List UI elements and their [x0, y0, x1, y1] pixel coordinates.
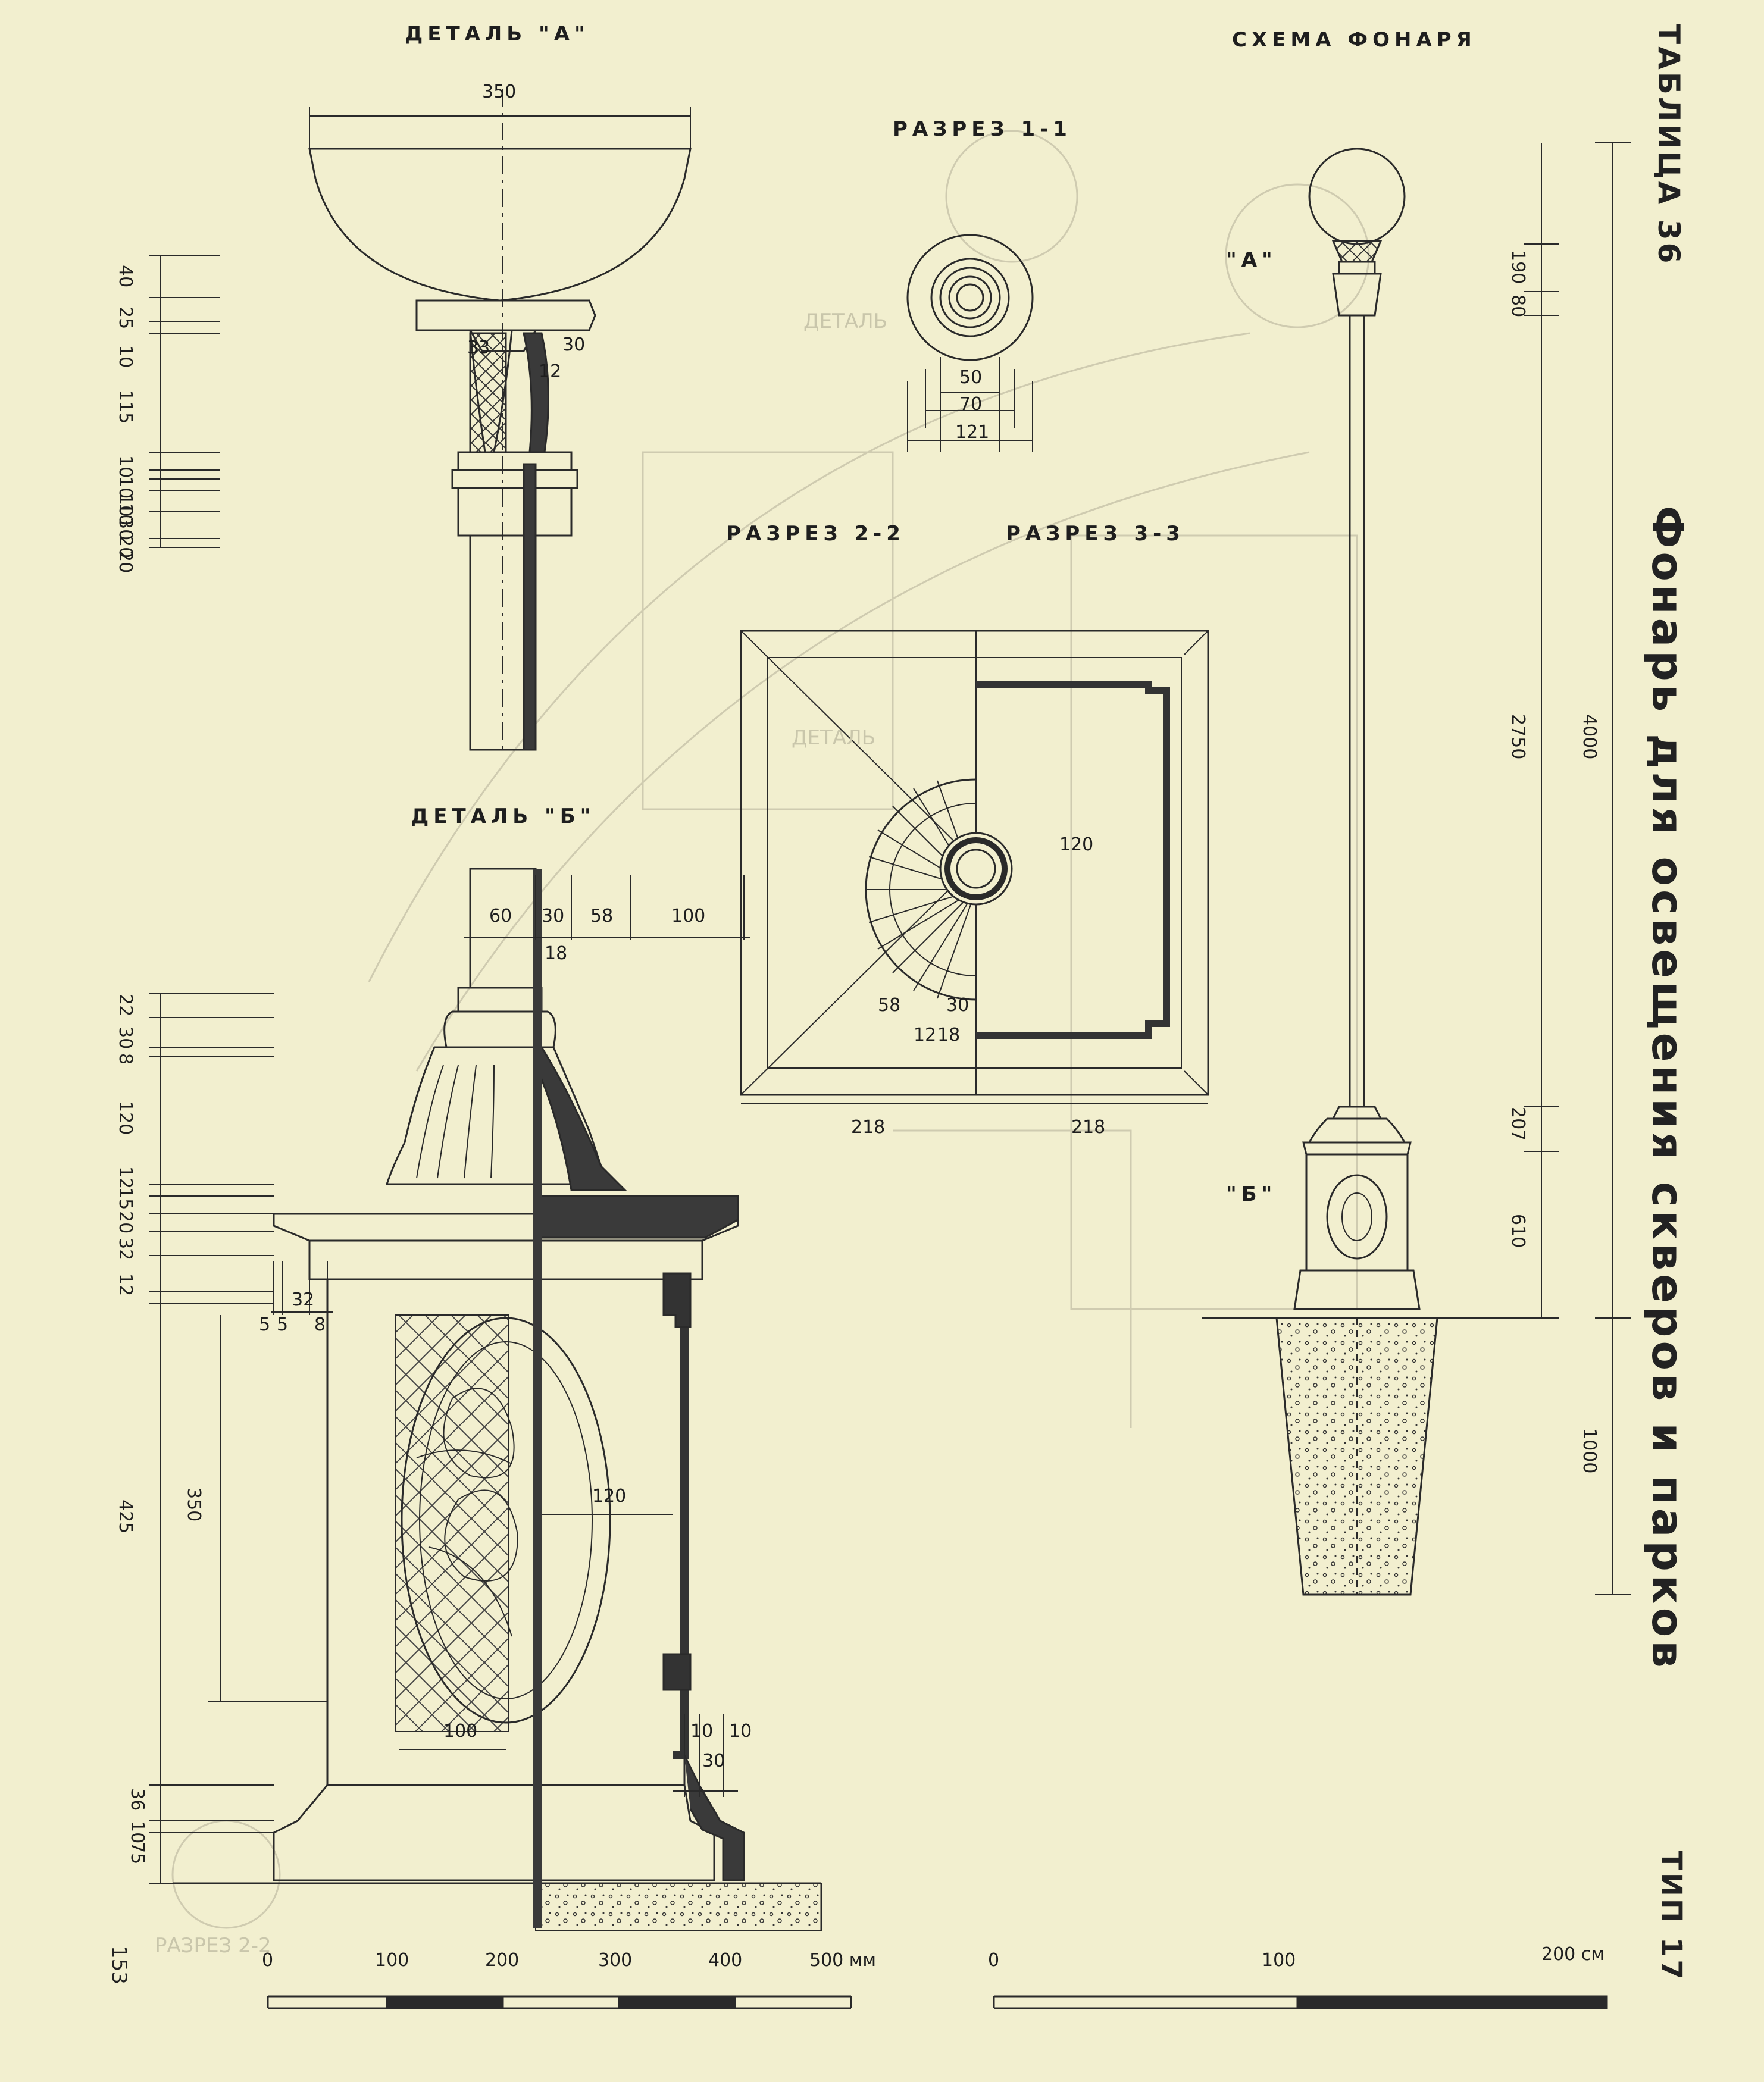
dim-label: 2750 [1507, 714, 1528, 760]
section-3-3-title: РАЗРЕЗ 3-3 [1006, 522, 1185, 546]
dim-label: 30 [562, 334, 586, 355]
scale-mm-label: 300 [598, 1950, 633, 1971]
dim-label: 30 [115, 1026, 136, 1050]
scale-cm-label: 100 [1262, 1950, 1296, 1971]
dim-label: 30 [542, 906, 565, 926]
dim-label: 425 [115, 1499, 136, 1534]
dim-label: 80 [1507, 295, 1528, 318]
dim-label: 22 [115, 994, 136, 1017]
dim-label: 100 [443, 1721, 478, 1742]
lamp-scheme-drawing [1202, 142, 1631, 1596]
lamp-scheme-title: СХЕМА ФОНАРЯ [1232, 28, 1477, 52]
dim-label: 10 [115, 503, 136, 526]
sheet-title: Фонарь для освещения скверов и парков [1643, 506, 1693, 1671]
dim-label: 32 [115, 1238, 136, 1261]
marker-a: "A" [1226, 248, 1277, 272]
scale-bars [267, 1995, 1608, 2009]
dim-label: 58 [878, 995, 901, 1016]
ghost-text: ДЕТАЛЬ [803, 309, 887, 333]
dim-label: 5 [259, 1314, 271, 1335]
dim-label: 20 [115, 550, 136, 574]
detail-b-drawing [149, 868, 822, 1931]
dim-label: 30 [702, 1751, 725, 1771]
dim-label: 32 [292, 1289, 315, 1310]
dim-label: 8 [314, 1314, 326, 1335]
dim-label: 20 [115, 1211, 136, 1234]
scale-cm-label: 200 см [1541, 1944, 1605, 1965]
dim-label: 10 [115, 345, 136, 368]
dim-label: 12 [115, 1273, 136, 1297]
dim-label: 18 [937, 1025, 961, 1045]
dim-label: 60 [489, 906, 512, 926]
dim-label: 190 [1507, 250, 1528, 284]
dim-label: 70 [959, 394, 983, 415]
dim-label: 10 [729, 1721, 752, 1742]
dim-label: 58 [590, 906, 614, 926]
marker-b: "Б" [1226, 1182, 1277, 1206]
dim-label: 75 [127, 1842, 148, 1865]
type-label: ТИП 17 [1654, 1851, 1688, 1982]
dim-label: 207 [1507, 1107, 1528, 1141]
dim-label: 218 [1071, 1117, 1106, 1138]
dim-label: 1000 [1579, 1428, 1600, 1474]
dim-label: 8 [115, 1053, 136, 1065]
dim-label: 25 [115, 306, 136, 330]
scale-mm-label: 400 [708, 1950, 743, 1971]
dim-label: 121 [955, 422, 990, 443]
dim-label: 15 [115, 1187, 136, 1210]
dim-label: 610 [1507, 1214, 1528, 1248]
scale-mm-label: 500 мм [809, 1950, 877, 1971]
dim-label: 20 [115, 536, 136, 559]
scale-mm-label: 0 [262, 1950, 274, 1971]
dim-label: 4000 [1579, 714, 1600, 760]
dim-label: 120 [592, 1486, 627, 1507]
ghost-bleed [171, 130, 1370, 1929]
dim-label: 10 [115, 494, 136, 517]
scale-mm-label: 200 [485, 1950, 520, 1971]
detail-a-title: ДЕТАЛЬ "A" [405, 22, 590, 46]
dim-label: 10 [690, 1721, 714, 1742]
dim-label: 10 [127, 1821, 148, 1844]
dim-label: 115 [115, 390, 136, 424]
dim-label: 5 [277, 1314, 289, 1335]
dim-label: 218 [851, 1117, 886, 1138]
dim-label: 40 [115, 265, 136, 288]
dim-label: 10 [115, 455, 136, 478]
dim-label: 36 [127, 1788, 148, 1811]
dim-label: 12 [914, 1025, 937, 1045]
dim-label: 18 [545, 943, 568, 964]
dim-label: 350 [482, 82, 517, 102]
scale-mm-label: 100 [375, 1950, 409, 1971]
dim-label: 350 [183, 1488, 204, 1522]
dim-label: 100 [671, 906, 706, 926]
dim-label: 50 [959, 367, 983, 388]
section-2-2-3-3-drawing [740, 630, 1209, 1104]
dim-label: 30 [115, 518, 136, 541]
section-2-2-title: РАЗРЕЗ 2-2 [726, 522, 905, 546]
dim-label: 120 [115, 1101, 136, 1135]
dim-label: 12 [539, 361, 562, 382]
dim-label: 120 [1059, 834, 1094, 855]
table-label: ТАБЛИЦА 36 [1652, 24, 1686, 266]
dim-label: 30 [946, 995, 969, 1016]
dim-label: 12 [115, 1166, 136, 1189]
dim-label: 33 [467, 337, 490, 358]
section-1-1-drawing [906, 234, 1034, 452]
ghost-text: ДЕТАЛЬ [792, 726, 875, 750]
detail-b-title: ДЕТАЛЬ "Б" [411, 804, 596, 828]
section-1-1-title: РАЗРЕЗ 1-1 [893, 117, 1072, 141]
detail-a-drawing [149, 89, 692, 756]
scale-cm-label: 0 [988, 1950, 1000, 1971]
page-number: 153 [107, 1946, 131, 1984]
dim-label: 10 [115, 476, 136, 499]
ghost-text: РАЗРЕЗ 2-2 [155, 1934, 271, 1958]
